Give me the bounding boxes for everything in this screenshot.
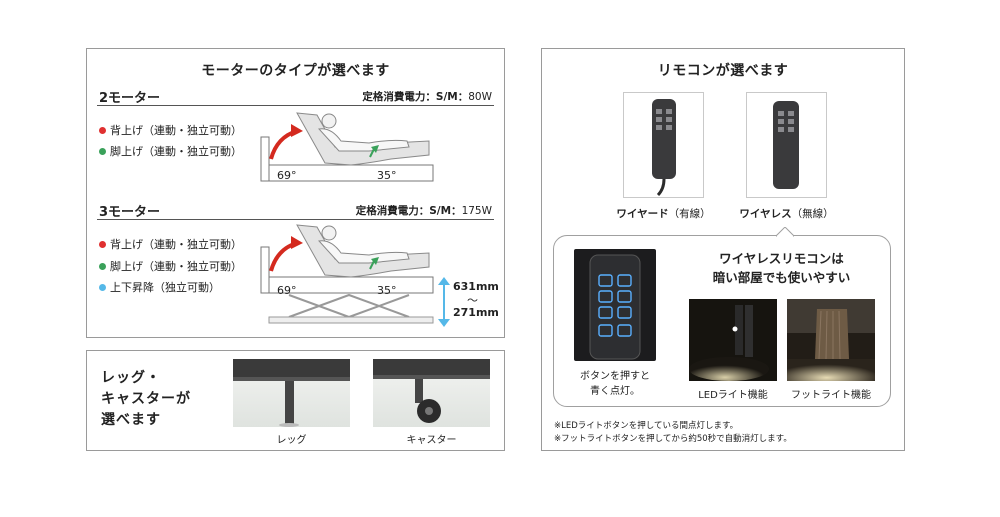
led-light-photo <box>689 299 777 381</box>
feature-label: 背上げ（連動・独立可動） <box>110 124 242 137</box>
caption-line: ボタンを押すと <box>580 371 650 382</box>
blue-dot-icon <box>99 283 106 291</box>
two-motor-back-angle: 69° <box>277 169 297 182</box>
leg-title-line: 選べます <box>101 412 161 428</box>
remote-panel-title: リモコンが選べます <box>657 63 789 79</box>
motor-type-panel: モーターのタイプが選べます 2モーター 定格消費電力：S/M：80W 背上げ（連… <box>86 48 505 338</box>
three-motor-back-angle: 69° <box>277 284 297 297</box>
wireless-remote-icon <box>773 101 799 189</box>
leg-caption: レッグ <box>276 435 307 446</box>
callout-title-line: ワイヤレスリモコンは <box>719 251 844 266</box>
two-motor-power: 定格消費電力：S/M：80W <box>362 89 492 104</box>
red-dot-icon <box>99 240 106 248</box>
caster-caption: キャスター <box>406 435 457 446</box>
callout-title: ワイヤレスリモコンは 暗い部屋でも使いやすい <box>684 249 879 287</box>
two-motor-feature-leg: 脚上げ（連動・独立可動） <box>99 143 242 159</box>
led-caption: LEDライト機能 <box>698 390 768 401</box>
two-motor-feature-back: 背上げ（連動・独立可動） <box>99 122 242 138</box>
two-motor-bed-illustration <box>260 112 434 182</box>
two-motor-leg-angle: 35° <box>377 169 397 182</box>
callout-pointer <box>776 227 794 237</box>
green-dot-icon <box>99 147 106 155</box>
wired-label-main: ワイヤード <box>616 208 669 220</box>
two-motor-title: 2モーター <box>99 91 161 106</box>
wired-label-sub: （有線） <box>668 208 711 220</box>
lit-buttons-icon <box>589 254 641 360</box>
height-arrow-icon <box>438 277 450 327</box>
note-footlight: ※フットライトボタンを押してから約50秒で自動消灯します。 <box>554 434 792 444</box>
callout-title-line: 暗い部屋でも使いやすい <box>712 270 851 285</box>
leg-photo <box>233 359 350 427</box>
feature-label: 背上げ（連動・独立可動） <box>110 238 242 251</box>
motor-panel-title: モーターのタイプが選べます <box>201 63 390 79</box>
height-min: 271mm <box>453 306 499 319</box>
lit-remote-photo <box>574 249 656 361</box>
foot-light-photo <box>787 299 875 381</box>
three-motor-bed-illustration <box>260 224 434 324</box>
feature-label: 脚上げ（連動・独立可動） <box>110 145 242 158</box>
lit-button-caption: ボタンを押すと 青く点灯。 <box>562 369 668 399</box>
caster-photo <box>373 359 490 427</box>
wired-remote-photo <box>623 92 704 198</box>
wireless-feature-callout: ボタンを押すと 青く点灯。 ワイヤレスリモコンは 暗い部屋でも使いやすい LED… <box>553 227 891 407</box>
three-motor-rule <box>97 219 494 220</box>
wired-label: ワイヤード（有線） <box>603 206 724 221</box>
feature-label: 脚上げ（連動・独立可動） <box>110 260 242 273</box>
three-motor-power: 定格消費電力：S/M：175W <box>356 203 492 218</box>
leg-panel-title: レッグ・ キャスターが 選べます <box>101 368 191 431</box>
three-motor-feature-height: 上下昇降（独立可動） <box>99 279 220 295</box>
two-motor-power-value: 80W <box>468 91 492 103</box>
wireless-label-sub: （無線） <box>791 208 834 220</box>
leg-title-line: レッグ・ <box>101 370 161 386</box>
leg-caster-panel: レッグ・ キャスターが 選べます レッグ キャスター <box>86 350 505 451</box>
note-led: ※LEDライトボタンを押している間点灯します。 <box>554 421 739 431</box>
green-dot-icon <box>99 262 106 270</box>
height-max: 631mm <box>453 280 499 293</box>
three-motor-leg-angle: 35° <box>377 284 397 297</box>
three-motor-title: 3モーター <box>99 205 161 220</box>
foot-caption: フットライト機能 <box>791 390 871 401</box>
wireless-label-main: ワイヤレス <box>739 208 792 220</box>
three-motor-power-value: 175W <box>461 205 492 217</box>
two-motor-rule <box>97 105 494 106</box>
leg-title-line: キャスターが <box>101 391 191 407</box>
three-motor-feature-leg: 脚上げ（連動・独立可動） <box>99 258 242 274</box>
feature-label: 上下昇降（独立可動） <box>110 281 220 294</box>
two-motor-power-label: 定格消費電力：S/M： <box>362 91 469 103</box>
height-separator: ～ <box>467 294 478 307</box>
wired-remote-icon <box>652 99 676 197</box>
three-motor-power-label: 定格消費電力：S/M： <box>355 205 462 217</box>
wireless-remote-photo <box>746 92 827 198</box>
red-dot-icon <box>99 126 106 134</box>
three-motor-feature-back: 背上げ（連動・独立可動） <box>99 236 242 252</box>
caption-line: 青く点灯。 <box>590 386 640 397</box>
wireless-label: ワイヤレス（無線） <box>726 206 847 221</box>
